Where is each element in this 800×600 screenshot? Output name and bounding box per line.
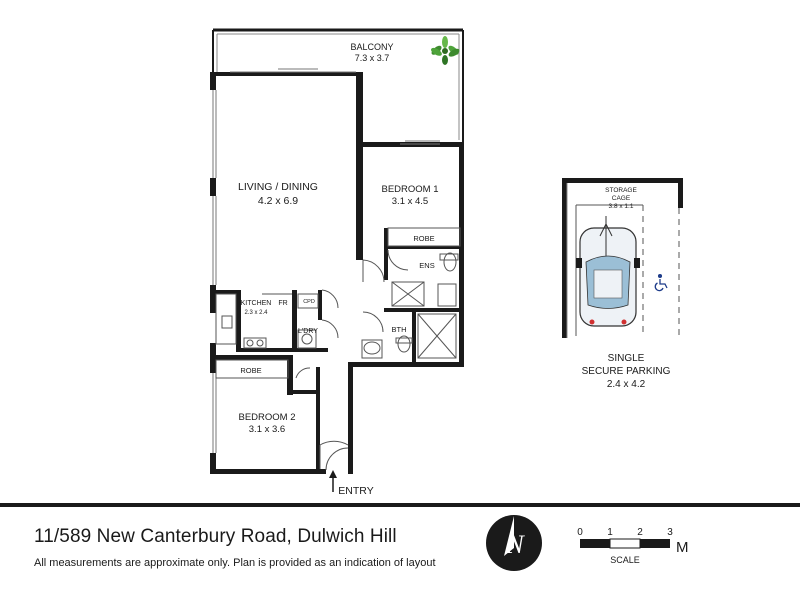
parking-space — [562, 178, 683, 338]
scale-label: SCALE — [610, 555, 640, 565]
ldry-label: L'DRY — [298, 328, 318, 335]
compass-letter: N — [505, 530, 525, 559]
doors — [295, 249, 409, 471]
room-labels: BALCONY 7.3 x 3.7 LIVING / DINING 4.2 x … — [238, 42, 438, 497]
scale-tick-3: 3 — [667, 527, 673, 538]
bedroom1-label: BEDROOM 1 — [381, 184, 438, 195]
scale-bar: 0 1 2 3 M SCALE — [577, 527, 688, 565]
scale-tick-2: 2 — [637, 527, 643, 538]
robe1-label: ROBE — [413, 234, 434, 243]
disclaimer-text: All measurements are approximate only. P… — [34, 557, 436, 569]
storage-label-line2: CAGE — [612, 195, 631, 202]
storage-label-line1: STORAGE — [605, 187, 637, 194]
cpd-label: CPD — [303, 299, 315, 305]
scale-unit: M — [676, 539, 689, 556]
scale-tick-1: 1 — [607, 527, 613, 538]
entry-label: ENTRY — [338, 485, 373, 497]
wheelchair-icon — [654, 273, 668, 292]
parking-size: 2.4 x 4.2 — [607, 379, 646, 390]
balcony-label: BALCONY — [350, 42, 393, 52]
kitchen-size: 2.3 x 2.4 — [244, 310, 268, 316]
living-label: LIVING / DINING — [238, 181, 318, 193]
scale-tick-0: 0 — [577, 527, 583, 538]
fr-label: FR — [278, 300, 287, 307]
footer-divider — [0, 503, 800, 507]
balcony-area — [212, 28, 464, 144]
bedroom1-size: 3.1 x 4.5 — [392, 196, 428, 207]
parking-label-line1: SINGLE — [608, 353, 645, 364]
ens-label: ENS — [419, 261, 434, 270]
parking-labels: STORAGE CAGE 3.8 x 1.1 SINGLE SECURE PAR… — [582, 187, 671, 390]
windows — [212, 68, 440, 453]
compass-north-icon: N — [486, 515, 542, 571]
entry-arrow-icon — [329, 470, 337, 492]
bedroom2-label: BEDROOM 2 — [238, 412, 295, 423]
balcony-size: 7.3 x 3.7 — [355, 53, 390, 63]
kitchen-label: KITCHEN — [241, 300, 272, 307]
fixtures — [215, 227, 461, 379]
plant-icon — [431, 36, 460, 65]
storage-size: 3.8 x 1.1 — [609, 203, 634, 210]
property-address: 11/589 New Canterbury Road, Dulwich Hill — [34, 526, 397, 547]
bedroom2-size: 3.1 x 3.6 — [249, 424, 285, 435]
living-size: 4.2 x 6.9 — [258, 195, 298, 207]
car-icon — [576, 216, 640, 327]
robe2-label: ROBE — [240, 366, 261, 375]
bth-label: BTH — [392, 325, 407, 334]
parking-label-line2: SECURE PARKING — [582, 366, 671, 377]
